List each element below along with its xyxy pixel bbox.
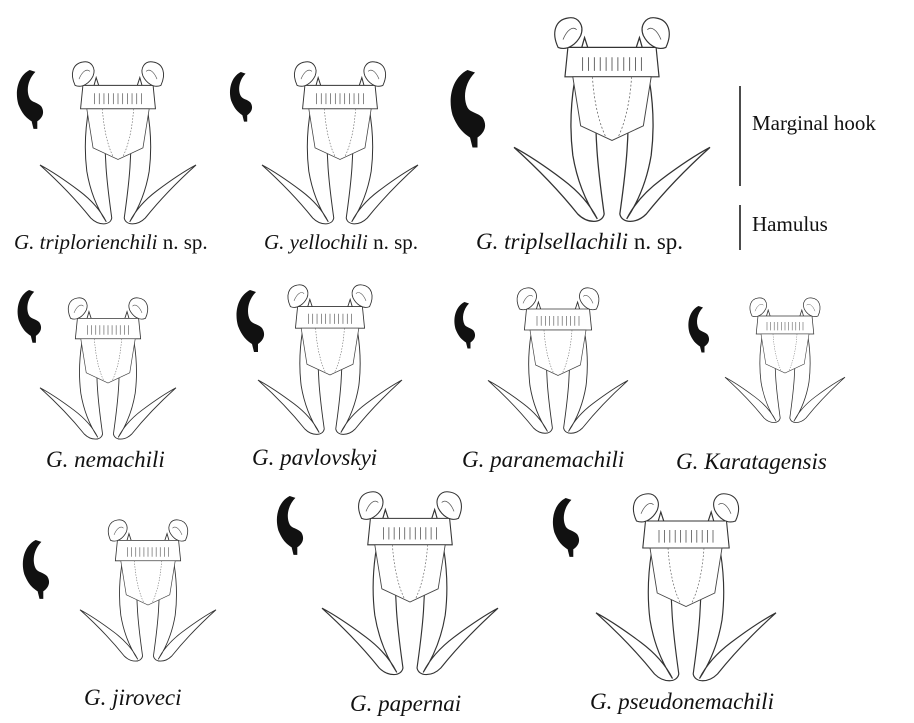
specimen-7-drawing — [688, 298, 845, 423]
species-name: G. triplorienchili — [14, 230, 158, 254]
species-name: G. pavlovskyi — [252, 445, 377, 470]
specimen-6-drawing — [454, 288, 628, 433]
species-suffix: n. sp. — [373, 230, 418, 254]
specimen-label-5: G. pavlovskyi — [252, 446, 377, 469]
specimen-9-drawing — [277, 492, 498, 675]
species-name: G. pseudonemachili — [590, 689, 774, 714]
species-suffix: n. sp. — [163, 230, 208, 254]
specimen-label-3: G. triplsellachili n. sp. — [476, 230, 683, 253]
species-name: G. yellochili — [264, 230, 368, 254]
species-suffix: n. sp. — [634, 229, 683, 254]
specimen-1-drawing — [17, 62, 196, 224]
specimen-8-drawing — [23, 520, 216, 661]
specimen-label-10: G. pseudonemachili — [590, 690, 774, 713]
specimen-3-drawing — [451, 18, 710, 222]
specimen-label-4: G. nemachili — [46, 448, 165, 471]
specimen-label-6: G. paranemachili — [462, 448, 624, 471]
marginal-hook-label: Marginal hook — [752, 113, 876, 134]
specimen-label-1: G. triplorienchili n. sp. — [14, 232, 208, 253]
specimen-label-7: G. Karatagensis — [676, 450, 827, 473]
specimen-2-drawing — [230, 62, 418, 224]
species-name: G. papernai — [350, 691, 461, 716]
specimen-5-drawing — [237, 285, 403, 435]
specimen-10-drawing — [553, 494, 776, 681]
specimen-label-9: G. papernai — [350, 692, 461, 715]
hamulus-label: Hamulus — [752, 214, 828, 235]
species-name: G. nemachili — [46, 447, 165, 472]
species-name: G. triplsellachili — [476, 229, 628, 254]
species-name: G. jiroveci — [84, 685, 182, 710]
specimen-4-drawing — [18, 290, 176, 439]
species-name: G. paranemachili — [462, 447, 624, 472]
species-name: G. Karatagensis — [676, 449, 827, 474]
specimen-label-2: G. yellochili n. sp. — [264, 232, 418, 253]
specimen-label-8: G. jiroveci — [84, 686, 182, 709]
